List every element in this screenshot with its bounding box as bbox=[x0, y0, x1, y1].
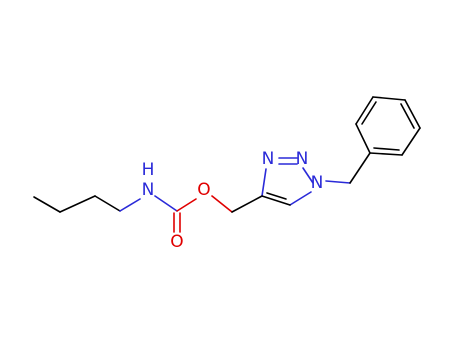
bond-ph-5 bbox=[355, 96, 374, 125]
atom-label-o-ester: O bbox=[197, 180, 210, 200]
bond-butyl-3 bbox=[94, 195, 121, 212]
atom-label-n2: N bbox=[296, 149, 309, 169]
bond-ch2-triazole bbox=[231, 195, 263, 213]
atom-label-o-carbonyl: O bbox=[170, 232, 183, 252]
bond-butyl-n bbox=[119, 198, 141, 212]
bond-ph-inner-1 bbox=[373, 147, 400, 151]
bond-n-carbonyl-c bbox=[154, 195, 178, 212]
bond-ph-inner-2 bbox=[400, 103, 415, 129]
bond-ph-4 bbox=[372, 96, 406, 101]
bond-ph-2 bbox=[401, 127, 421, 156]
bond-butyl-2 bbox=[59, 195, 96, 213]
bond-n1-ch2 bbox=[325, 180, 351, 184]
bond-oester-ch2 bbox=[211, 195, 233, 213]
atom-label-n-carbamate: N bbox=[142, 180, 155, 200]
bond-ph-3 bbox=[404, 99, 421, 129]
bond-ph-6 bbox=[355, 123, 371, 154]
atom-label-n3: N bbox=[262, 149, 275, 169]
bond-c5-c4-inner bbox=[266, 192, 287, 200]
bond-c5-c4 bbox=[261, 195, 291, 206]
bond-butyl-1 bbox=[33, 196, 61, 213]
bond-ph-inner-3 bbox=[361, 101, 377, 125]
bond-ch2-phenyl bbox=[349, 152, 371, 184]
bond-n2-n1 bbox=[302, 167, 314, 184]
bond-c-oester bbox=[176, 198, 197, 212]
bond-ph-1 bbox=[369, 152, 403, 156]
atom-label-n1: N bbox=[311, 173, 324, 193]
atom-label-h: H bbox=[142, 160, 155, 180]
bond-n1-c5 bbox=[289, 191, 312, 206]
bond-c4-n3 bbox=[261, 168, 267, 197]
